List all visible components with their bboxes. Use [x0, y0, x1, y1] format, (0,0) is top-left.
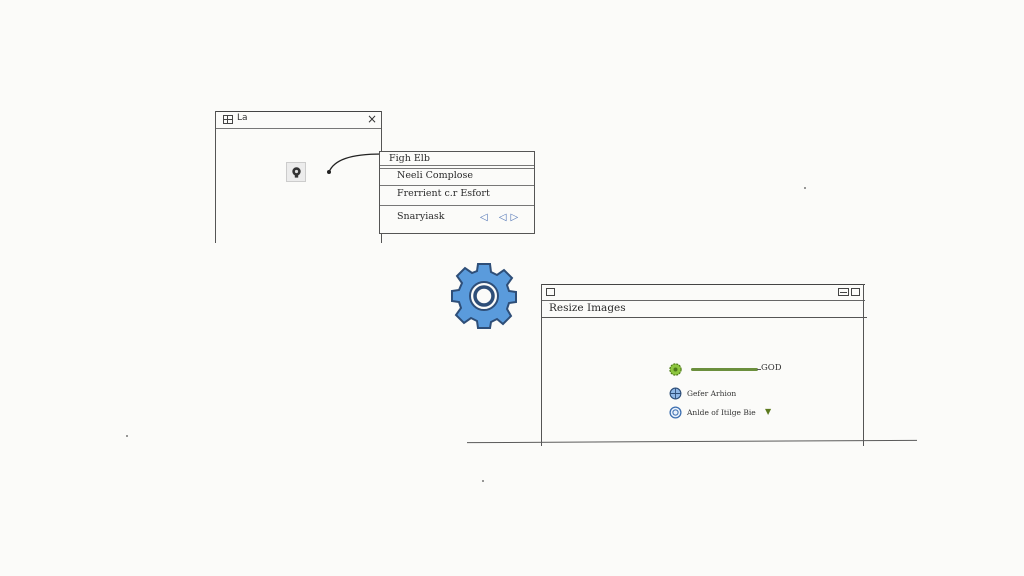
lightbulb-button[interactable] — [286, 162, 306, 182]
chevron-down-icon[interactable]: ▼ — [765, 407, 772, 416]
menu-item-2[interactable]: Frerrient c.r Esfort — [380, 186, 534, 204]
option-1-label: Gefer Arhion — [687, 389, 737, 398]
menu-item-1[interactable]: Neeli Complose — [380, 169, 534, 185]
window-menu-icon[interactable] — [546, 288, 555, 296]
minimize-icon[interactable] — [838, 288, 849, 296]
maximize-icon[interactable] — [851, 288, 860, 296]
speck — [482, 480, 484, 482]
lightbulb-icon — [292, 167, 301, 178]
menu-header: Figh Elb — [380, 152, 534, 165]
globe-icon — [669, 387, 682, 400]
titlebar-divider — [215, 128, 382, 129]
menu-divider — [380, 168, 534, 169]
speck — [126, 435, 128, 437]
menu-divider — [380, 165, 534, 166]
menu-header-label: Figh Elb — [389, 153, 430, 164]
menu-divider — [380, 205, 534, 206]
titlebar-divider — [541, 317, 867, 319]
context-menu: Figh Elb Neeli Complose Frerrient c.r Es… — [379, 151, 535, 234]
window-left-border — [215, 111, 217, 243]
option-row-1[interactable]: Gefer Arhion — [669, 387, 789, 401]
left-window-title: La — [237, 113, 248, 123]
slider-tail — [757, 369, 761, 370]
speck — [804, 187, 806, 189]
option-row-2[interactable]: Anlde of Itilge Bie ▼ — [669, 406, 789, 420]
menu-item-label: Snaryiask — [397, 211, 445, 222]
close-icon[interactable]: × — [367, 112, 378, 126]
resize-window-title: Resize Images — [549, 302, 626, 314]
window-top-border — [541, 284, 865, 286]
toolbar-divider — [541, 300, 865, 301]
menu-item-3[interactable]: Snaryiask ◁ ◁▷ — [380, 210, 534, 226]
navigation-arrows-icon[interactable]: ◁ ◁▷ — [480, 212, 523, 223]
window-left-border — [541, 284, 543, 446]
green-gear-icon — [669, 363, 682, 376]
blue-badge-icon — [669, 406, 682, 419]
quality-row: GOD — [669, 363, 789, 377]
window-icon — [223, 115, 233, 124]
menu-item-label: Frerrient c.r Esfort — [397, 188, 490, 199]
gear-icon[interactable] — [450, 262, 518, 330]
window-top-border — [215, 111, 382, 113]
option-2-label: Anlde of Itilge Bie — [687, 408, 756, 417]
menu-divider — [380, 185, 534, 186]
connector-line — [327, 153, 383, 174]
quality-slider[interactable] — [691, 368, 758, 371]
window-right-border — [863, 284, 865, 446]
quality-value: GOD — [761, 363, 782, 373]
menu-item-label: Neeli Complose — [397, 170, 473, 181]
resize-images-window: Resize Images GOD Gefer Arhion — [541, 284, 867, 446]
